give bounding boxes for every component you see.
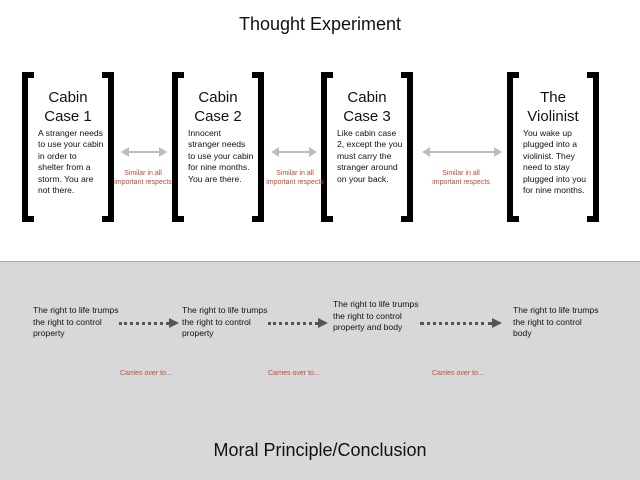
case-description: Innocent stranger needs to use your cabi… <box>188 128 254 184</box>
principle-text: The right to life trumps the right to co… <box>513 305 599 339</box>
similar-label: Similar in all important respects <box>114 170 172 186</box>
case-description: Like cabin case 2, except the you must c… <box>337 128 403 184</box>
similar-arrow <box>271 147 317 157</box>
left-bracket <box>321 72 333 222</box>
principle-text: The right to life trumps the right to co… <box>333 299 419 333</box>
case-cabin-3: Cabin Case 3 Like cabin case 2, except t… <box>321 72 413 222</box>
similar-arrow <box>422 147 502 157</box>
right-bracket <box>587 72 599 222</box>
carry-over-arrow <box>420 318 502 328</box>
moral-principle-title: Moral Principle/Conclusion <box>213 440 427 460</box>
carry-over-label: Carries over to... <box>432 370 484 377</box>
section-divider <box>0 261 640 262</box>
principle-text: The right to life trumps the right to co… <box>33 305 119 339</box>
case-description: A stranger needs to use your cabin in or… <box>38 128 104 196</box>
moral-principle-section <box>0 262 640 480</box>
right-bracket <box>252 72 264 222</box>
right-bracket <box>102 72 114 222</box>
case-title: Cabin Case 3 <box>343 89 391 125</box>
left-bracket <box>172 72 184 222</box>
case-description: You wake up plugged into a violinist. Th… <box>523 128 587 196</box>
similar-arrow <box>121 147 167 157</box>
thought-experiment-title: Thought Experiment <box>238 14 402 34</box>
principle-text: The right to life trumps the right to co… <box>182 305 268 339</box>
left-bracket <box>22 72 34 222</box>
similar-label: Similar in all important respects <box>266 170 324 186</box>
similar-label: Similar in all important respects <box>432 170 490 186</box>
case-title: The Violinist <box>527 89 579 125</box>
case-cabin-2: Cabin Case 2 Innocent stranger needs to … <box>172 72 264 222</box>
case-title: Cabin Case 1 <box>44 89 92 125</box>
right-bracket <box>401 72 413 222</box>
case-cabin-1: Cabin Case 1 A stranger needs to use you… <box>22 72 114 222</box>
carry-over-label: Carries over to... <box>268 370 320 377</box>
case-title: Cabin Case 2 <box>194 89 242 125</box>
carry-over-arrow <box>268 318 328 328</box>
carry-over-label: Carries over to... <box>120 370 172 377</box>
carry-over-arrow <box>119 318 179 328</box>
left-bracket <box>507 72 519 222</box>
case-violinist: The Violinist You wake up plugged into a… <box>507 72 599 222</box>
